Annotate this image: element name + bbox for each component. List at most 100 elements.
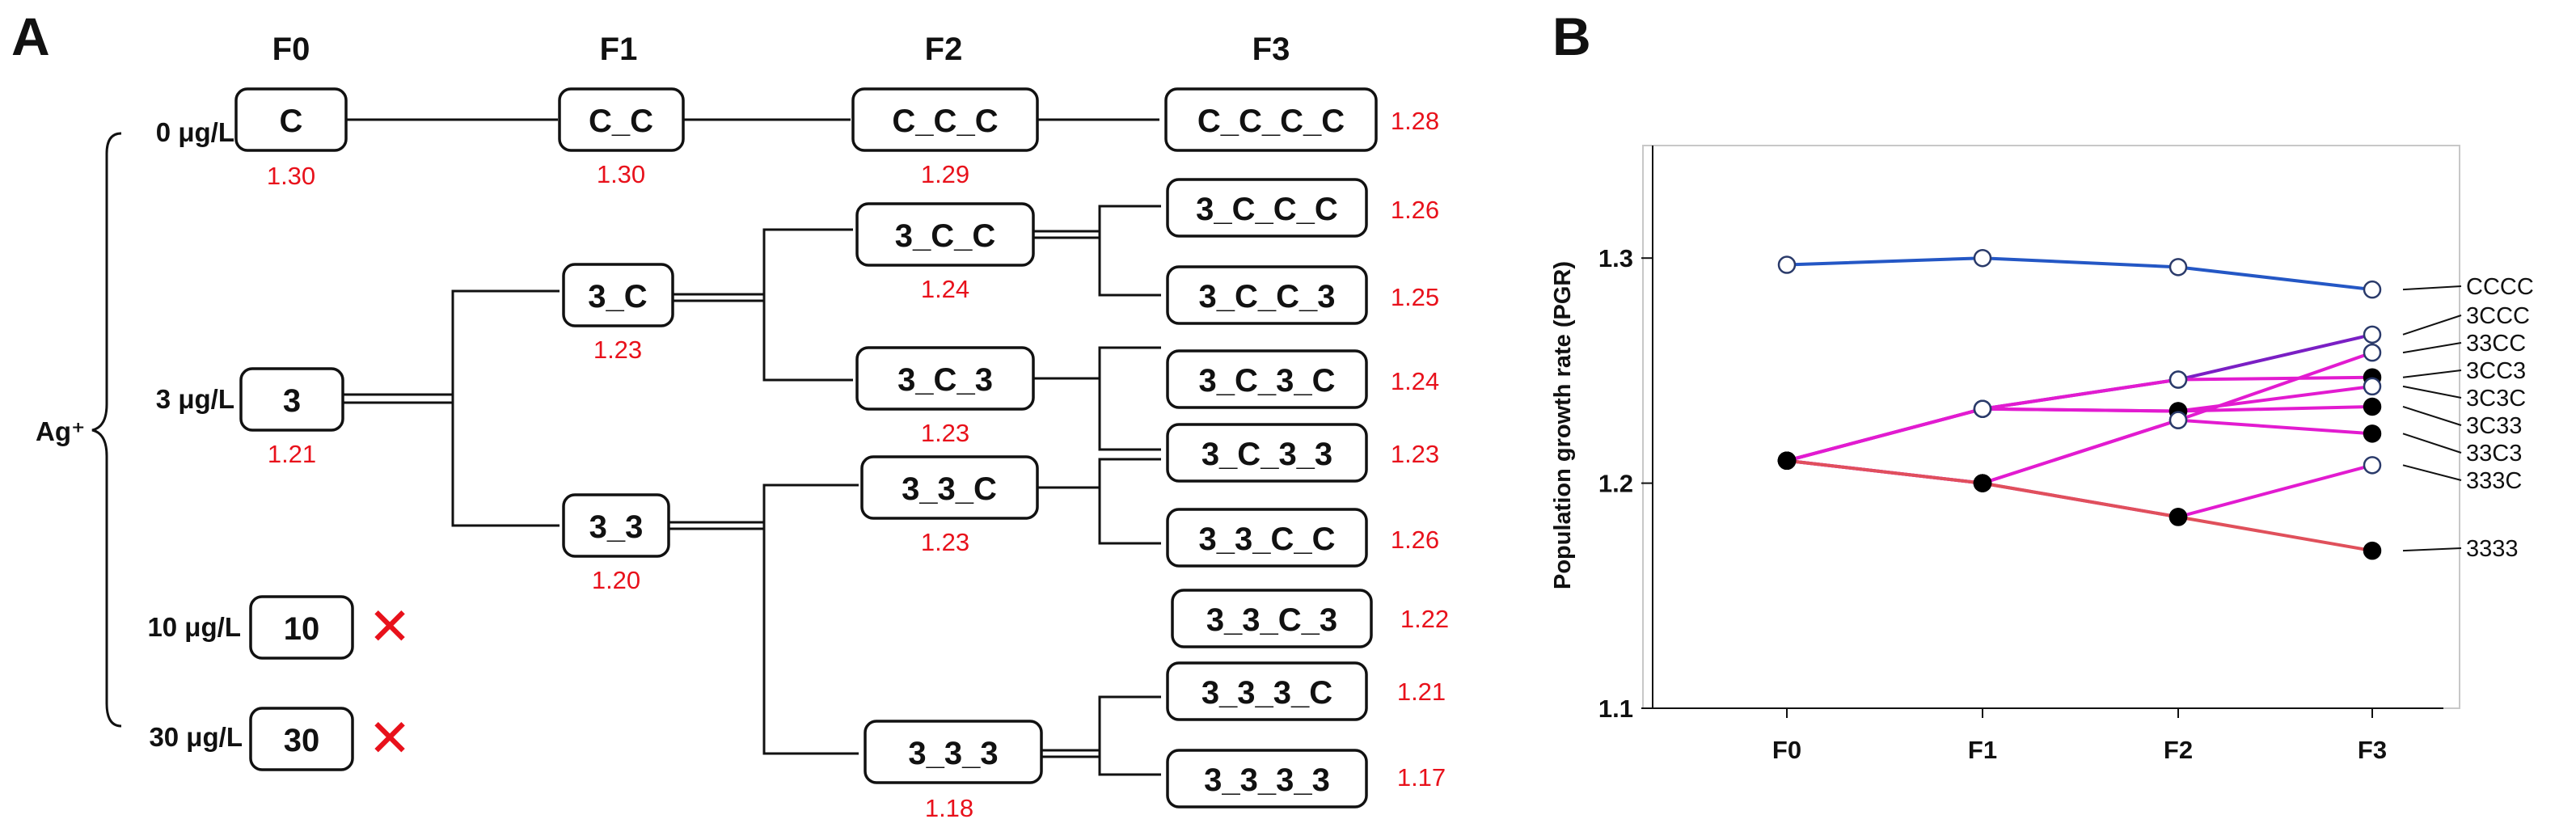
node-label: 3_3_3_C	[1201, 675, 1332, 711]
node-f3-3c3c: 3_C_3_C 1.24	[1166, 349, 1439, 409]
node-f2-333: 3_3_3 1.18	[864, 720, 1043, 822]
y-tick-label: 1.1	[1598, 695, 1633, 723]
node-f3-33cc: 3_3_C_C 1.26	[1166, 508, 1439, 568]
generation-f1-header: F1	[600, 32, 638, 67]
treatment-label: Ag⁺	[36, 416, 85, 446]
node-f2-3cc: 3_C_C 1.24	[855, 202, 1035, 303]
panel-b: B Population growth rate (PGR) 1.1 1.2 1.3…	[1550, 6, 2534, 764]
edge-3cc-branch	[1098, 205, 1161, 297]
data-point-33CC-F3	[2363, 343, 2382, 362]
data-point-3333-F1	[1973, 474, 1992, 492]
legend-leader-CCCC	[2402, 285, 2462, 291]
data-point-3C3C-F3	[2363, 377, 2382, 396]
node-label: 3_C_3_C	[1198, 363, 1335, 399]
node-pgr: 1.23	[593, 336, 642, 364]
data-point-CCCC-F3	[2363, 280, 2382, 299]
x-tick-label: F1	[1968, 736, 1997, 764]
series-line-CCCC	[1786, 256, 2373, 292]
edge-33c-branch	[1037, 458, 1161, 545]
edge-333-double	[1041, 749, 1100, 758]
extinct-30-icon: ✕	[368, 709, 412, 767]
data-point-3CC3-F2	[2168, 370, 2188, 389]
panel-a: A F0 F1 F2 F3 Ag⁺ 0 μg/L 3 μg/L 10 μg/L …	[11, 6, 1449, 822]
legend-leader-3C3C	[2402, 385, 2462, 399]
node-f0-3: 3 1.21	[239, 367, 344, 468]
node-f3-33c3: 3_3_C_3 1.22	[1171, 589, 1449, 648]
dose-label-0: 0 μg/L	[156, 117, 234, 147]
panel-b-letter: B	[1552, 6, 1591, 66]
node-pgr: 1.30	[267, 162, 315, 190]
node-pgr: 1.23	[921, 419, 969, 447]
node-f2-ccc: C_C_C 1.29	[851, 87, 1039, 188]
edge-3-branch	[451, 289, 560, 527]
edge-3cc-double	[1033, 230, 1100, 239]
node-f3-3333: 3_3_3_3 1.17	[1166, 749, 1446, 809]
series-points	[1777, 248, 2382, 560]
extinct-10-icon: ✕	[368, 597, 412, 656]
node-f3-3cc3: 3_C_C_3 1.25	[1166, 265, 1439, 325]
legend-label-33C3: 33C3	[2466, 441, 2522, 467]
node-label: 3_3_C	[902, 471, 997, 507]
legend-leader-3CCC	[2402, 315, 2462, 336]
node-f3-cccc: C_C_C_C 1.28	[1164, 87, 1439, 152]
node-label: 3_C	[588, 279, 647, 315]
node-pgr: 1.29	[921, 160, 969, 188]
legend-label-3333: 3333	[2466, 536, 2519, 562]
dose-label-30: 30 μg/L	[149, 722, 243, 752]
legend-label-3CC3: 3CC3	[2466, 358, 2526, 384]
data-point-3333-F3	[2363, 541, 2382, 560]
node-pgr: 1.25	[1391, 283, 1439, 311]
series-line-3C33	[1786, 404, 2373, 462]
node-label: 3	[283, 383, 301, 419]
node-label: 30	[284, 723, 320, 758]
edge-3-double	[343, 393, 453, 404]
series-line-3CC3	[1786, 375, 2373, 462]
node-label: 10	[284, 611, 320, 647]
lineage-edges	[343, 118, 1161, 776]
node-label: 3_C_C_C	[1196, 192, 1338, 227]
node-pgr: 1.26	[1391, 526, 1439, 554]
node-label: 3_3	[589, 509, 644, 545]
node-label: 3_3_3	[908, 736, 998, 771]
node-f3-3c33: 3_C_3_3 1.23	[1166, 423, 1439, 483]
edge-333-branch	[1098, 695, 1161, 776]
legend-label-3CCC: 3CCC	[2466, 303, 2530, 329]
node-pgr: 1.26	[1391, 196, 1439, 224]
data-point-3C33-F1	[1973, 399, 1992, 418]
node-f1-3c: 3_C 1.23	[562, 263, 674, 364]
node-pgr: 1.22	[1400, 605, 1449, 633]
node-pgr: 1.24	[921, 275, 969, 303]
node-label: 3_C_3	[897, 362, 993, 398]
node-label: 3_3_C_C	[1198, 521, 1335, 557]
dose-label-10: 10 μg/L	[147, 612, 241, 642]
plot-frame	[1642, 145, 2460, 709]
generation-f3-header: F3	[1252, 32, 1290, 67]
y-axis-label: Population growth rate (PGR)	[1550, 261, 1576, 589]
x-tick-label: F0	[1772, 736, 1801, 764]
node-label: 3_3_C_3	[1206, 602, 1337, 638]
node-pgr: 1.21	[268, 440, 316, 468]
node-label: C	[280, 103, 303, 139]
node-label: 3_C_C	[895, 218, 996, 254]
series-line-33C3	[1786, 418, 2373, 485]
legend-label-CCCC: CCCC	[2466, 274, 2534, 300]
node-f0-30: 30	[249, 707, 354, 771]
edge-3c3-branch	[1033, 346, 1161, 451]
node-f1-cc: C_C 1.30	[558, 87, 685, 188]
data-point-333C-F3	[2363, 456, 2382, 475]
data-point-3333-F0	[1777, 451, 1797, 471]
legend-leader-33CC	[2402, 342, 2462, 354]
node-pgr: 1.18	[925, 794, 973, 822]
series-line-333C	[1786, 458, 2373, 519]
edge-3c-branch	[762, 228, 853, 382]
data-point-3C33-F3	[2363, 397, 2382, 416]
legend-label-333C: 333C	[2466, 468, 2522, 494]
y-tick-label: 1.2	[1598, 470, 1633, 498]
node-f0-c: C 1.30	[234, 87, 348, 190]
node-pgr: 1.28	[1391, 107, 1439, 135]
y-tick-label: 1.3	[1598, 244, 1633, 272]
node-pgr: 1.21	[1397, 678, 1446, 706]
data-point-CCCC-F1	[1973, 248, 1992, 268]
